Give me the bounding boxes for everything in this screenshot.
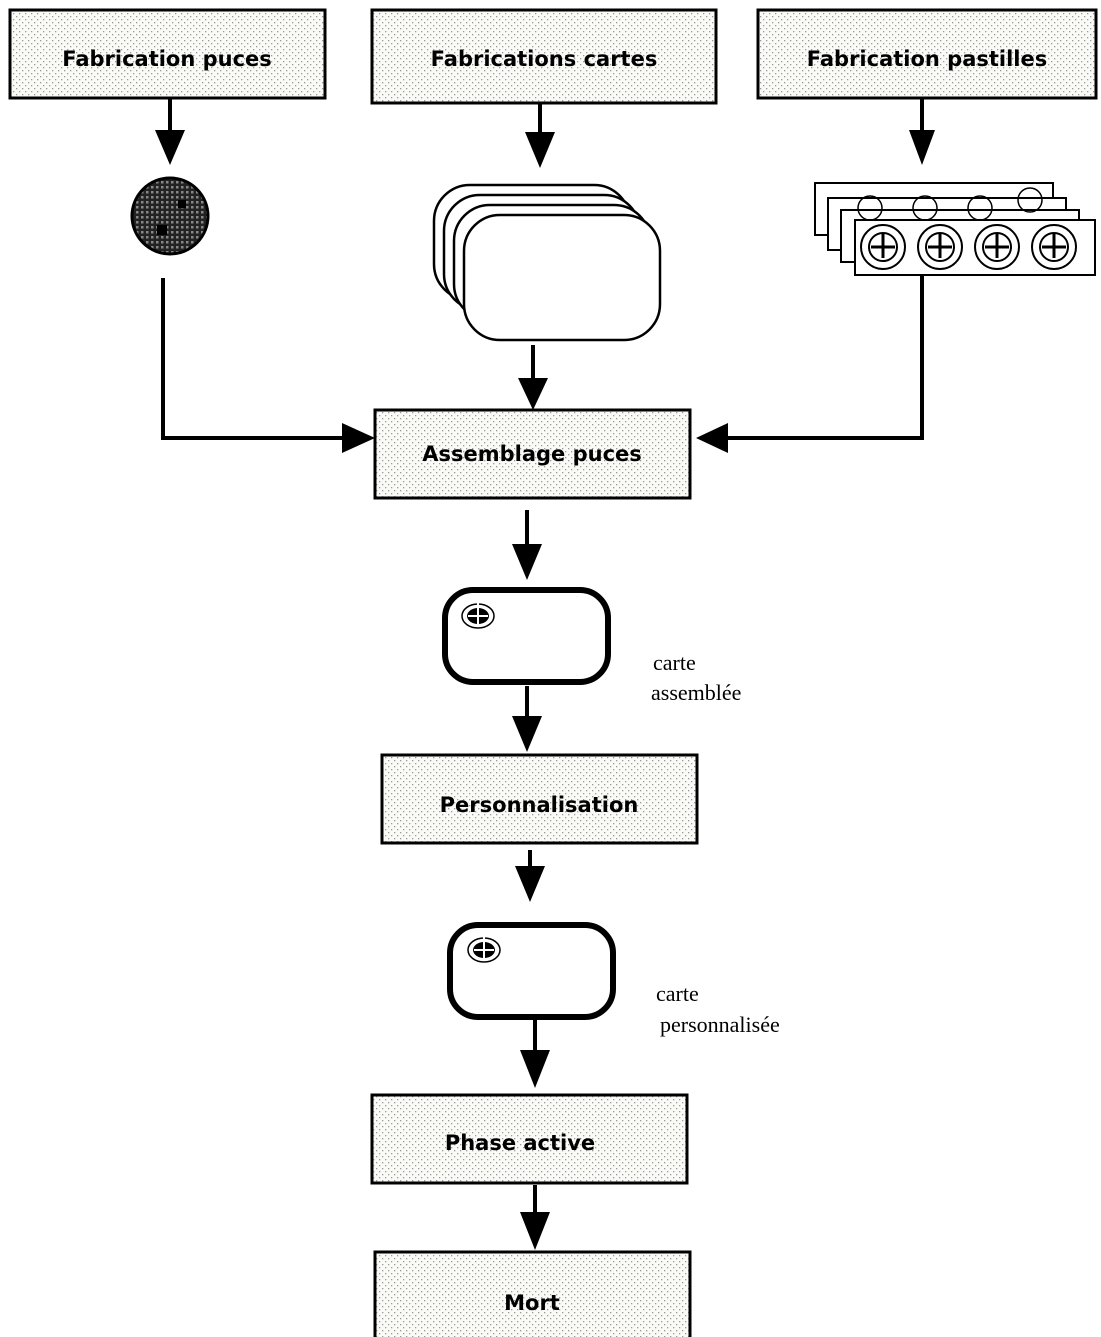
box-assemblage-puces-label: Assemblage puces [422,442,642,466]
arrow-cartes-to-stack [525,103,555,168]
box-phase-active: Phase active [370,1093,689,1185]
personalised-card-icon [447,922,616,1020]
arrow-puces-to-wafer [155,98,185,165]
caption-carte-personnalisee-line2: personnalisée [660,1012,780,1037]
chip-strip-stack-icon [814,182,1096,276]
arrow-personnalisation-to-card [515,850,545,902]
box-personnalisation-label: Personnalisation [440,793,639,817]
box-fabrication-puces-label: Fabrication puces [62,47,272,71]
box-fabrications-cartes: Fabrications cartes [370,8,718,105]
arrow-card-to-personnalisation [512,686,542,752]
box-mort-label: Mort [504,1291,560,1315]
assembled-card-icon [442,587,611,685]
arrow-phase-active-to-mort [520,1185,550,1250]
wafer-icon [130,176,210,256]
card-stack-icon [432,183,662,342]
box-fabrications-cartes-label: Fabrications cartes [431,47,658,71]
box-phase-active-label: Phase active [445,1131,595,1155]
arrow-assemblage-to-card [512,510,542,580]
box-fabrication-pastilles-label: Fabrication pastilles [807,47,1048,71]
caption-carte-assemblee-line1: carte [653,650,696,675]
box-mort: Mort [373,1250,692,1337]
arrow-strip-to-assemblage [696,272,924,453]
arrow-wafer-to-assemblage [161,278,375,453]
arrow-pastilles-to-strip [909,98,935,165]
arrow-card-to-phase-active [520,1020,550,1088]
box-personnalisation: Personnalisation [380,753,699,845]
arrow-stack-to-assemblage [518,345,548,410]
caption-carte-personnalisee-line1: carte [656,981,699,1006]
box-fabrication-puces: Fabrication puces [8,8,327,100]
box-assemblage-puces: Assemblage puces [373,408,692,500]
caption-carte-assemblee-line2: assemblée [651,680,741,705]
box-fabrication-pastilles: Fabrication pastilles [756,8,1098,100]
